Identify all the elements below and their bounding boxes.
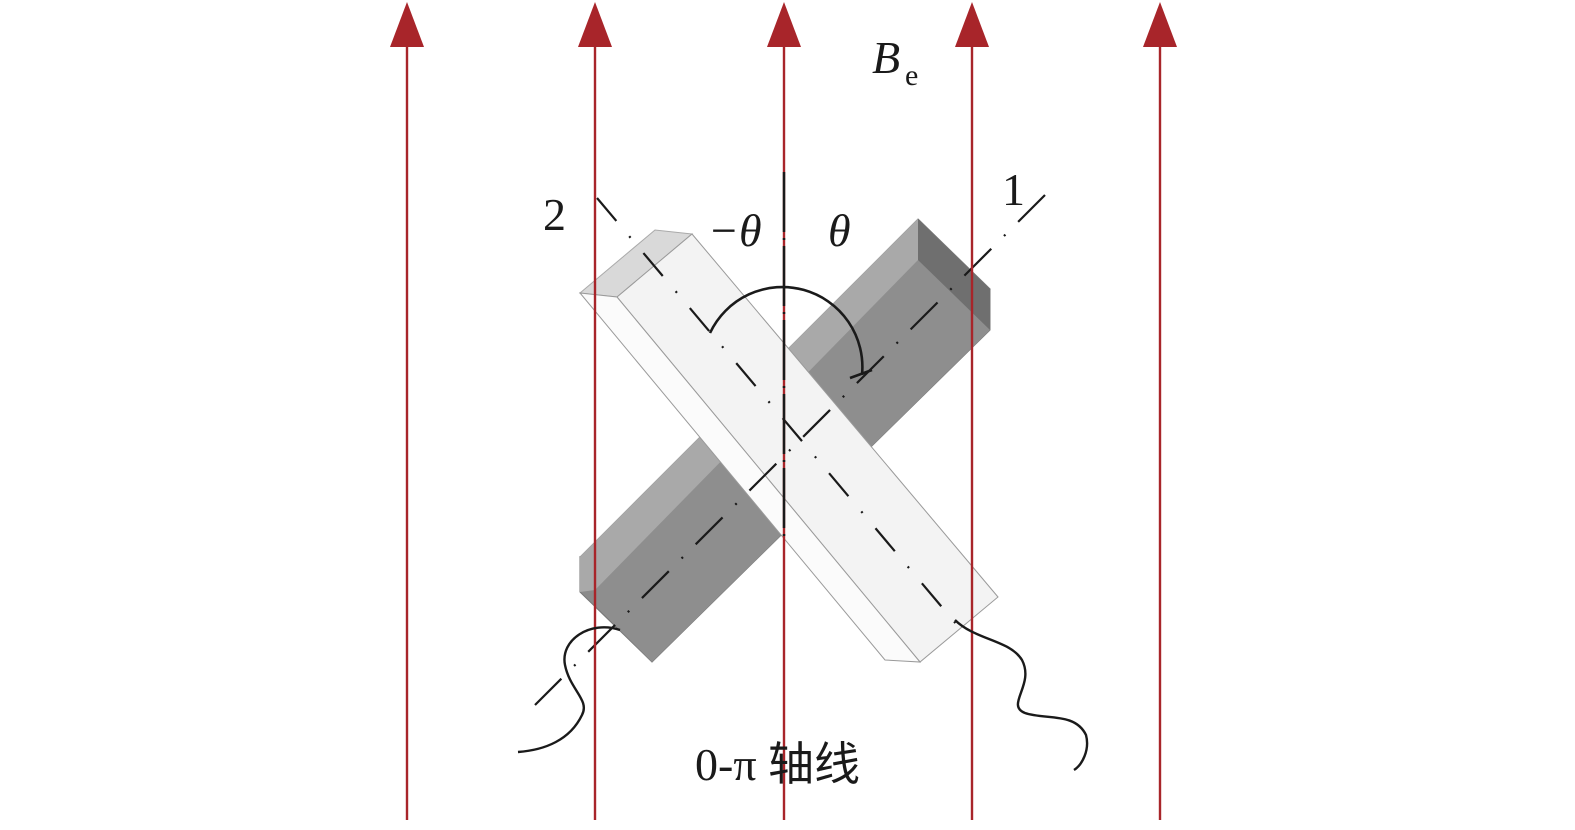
- crystal-1-axis: [534, 194, 1046, 706]
- crystal-1-label: 1: [1002, 164, 1025, 215]
- lead-left: [517, 626, 621, 754]
- crystal-2-light: [578, 229, 999, 663]
- leads: [517, 619, 1089, 772]
- crystal-2-axis: [596, 197, 969, 639]
- field-arrow-5: [1143, 2, 1177, 47]
- field-arrow-4: [955, 2, 989, 47]
- field-arrow-3: [767, 2, 801, 47]
- axis-label: 0-π 轴线: [695, 739, 860, 790]
- field-label: B: [872, 32, 900, 83]
- field-arrow-2: [578, 2, 612, 47]
- angle-arc-end-bar: [849, 368, 873, 380]
- angle-arc: [708, 285, 873, 380]
- neg-theta-label: −θ: [708, 205, 762, 256]
- crystal-axes: [534, 194, 1046, 706]
- crystal-2-label: 2: [543, 189, 566, 240]
- field-subscript: e: [905, 59, 918, 92]
- lead-right: [954, 619, 1089, 772]
- field-arrow-1: [390, 2, 424, 47]
- theta-label: θ: [828, 205, 851, 256]
- angle-arc-path: [708, 285, 864, 376]
